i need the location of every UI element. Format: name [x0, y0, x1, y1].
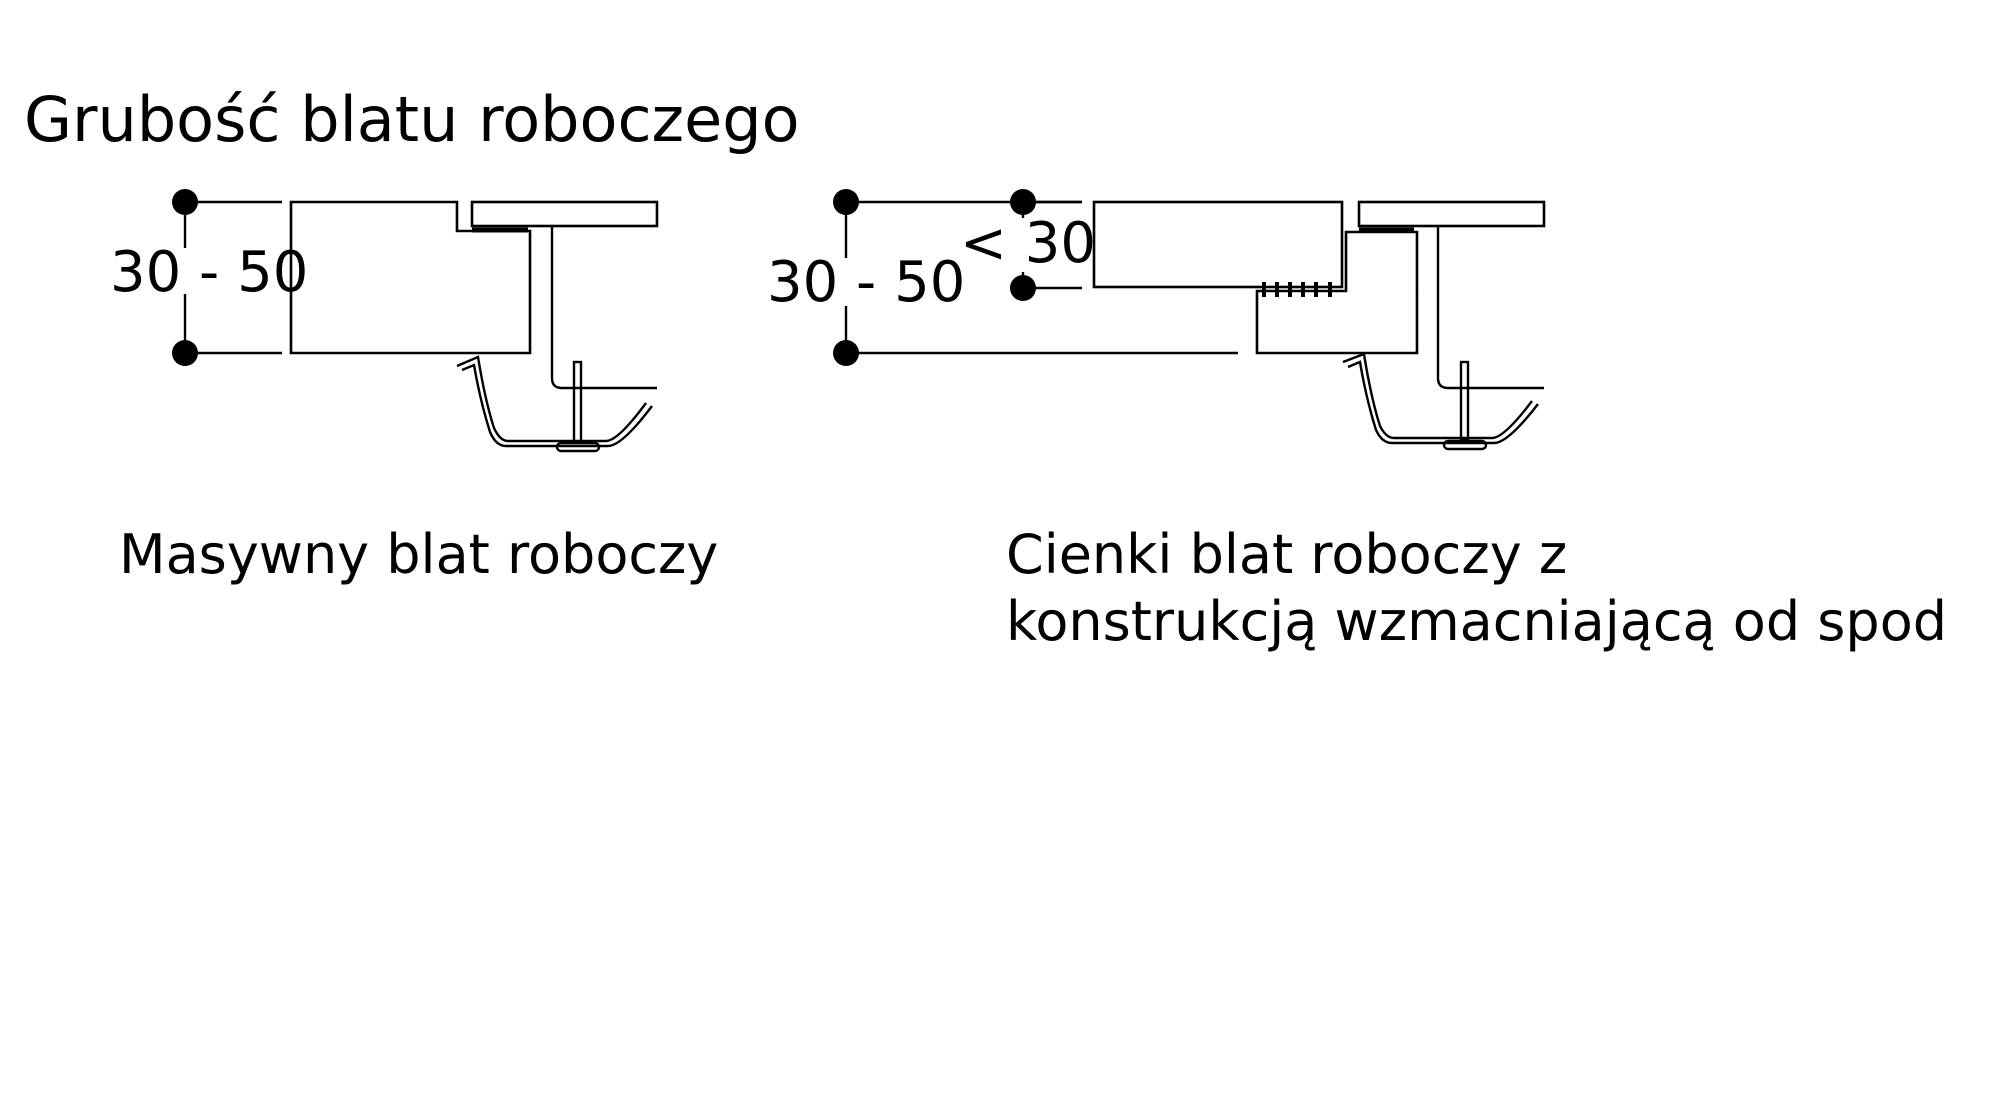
hob-glass-plate	[470, 200, 659, 228]
dimension-dot-bottom	[1010, 275, 1036, 301]
dimension-dot-bottom	[172, 340, 198, 366]
panel-solid-worktop: 30 - 50	[110, 189, 659, 453]
hob-glass-plate	[1357, 200, 1546, 228]
worktop-section-solid	[289, 200, 532, 355]
dimension-less-than-30: < 30	[960, 189, 1096, 301]
dimension-dot-top	[1010, 189, 1036, 215]
dimension-label-thin: 30 - 50	[767, 250, 965, 315]
panel-thin-worktop: 30 - 50 < 30	[767, 189, 1546, 451]
thin-worktop-section	[1092, 200, 1344, 289]
glue-marks	[1262, 282, 1332, 297]
dimension-dot-top	[172, 189, 198, 215]
dimension-label-less-than-30: < 30	[960, 211, 1096, 276]
dimension-label-solid: 30 - 50	[110, 240, 308, 305]
reinforcement-section	[1255, 230, 1419, 355]
caption-thin-worktop-line-1: Cienki blat roboczy z	[1006, 523, 1567, 586]
caption-thin-worktop-line-2: konstrukcją wzmacniającą od spod	[1006, 590, 1947, 653]
mounting-bracket-solid	[456, 355, 653, 453]
diagram-title: Grubość blatu roboczego	[24, 83, 800, 156]
dimension-30-50-solid: 30 - 50	[110, 189, 308, 366]
dimension-dot-bottom	[833, 340, 859, 366]
dimension-dot-top	[833, 189, 859, 215]
caption-solid-worktop: Masywny blat roboczy	[119, 523, 718, 586]
hob-body	[550, 226, 657, 390]
hob-body	[1436, 226, 1544, 390]
dimension-30-50-thin: 30 - 50	[767, 189, 1238, 366]
mounting-bracket-thin	[1342, 352, 1539, 451]
